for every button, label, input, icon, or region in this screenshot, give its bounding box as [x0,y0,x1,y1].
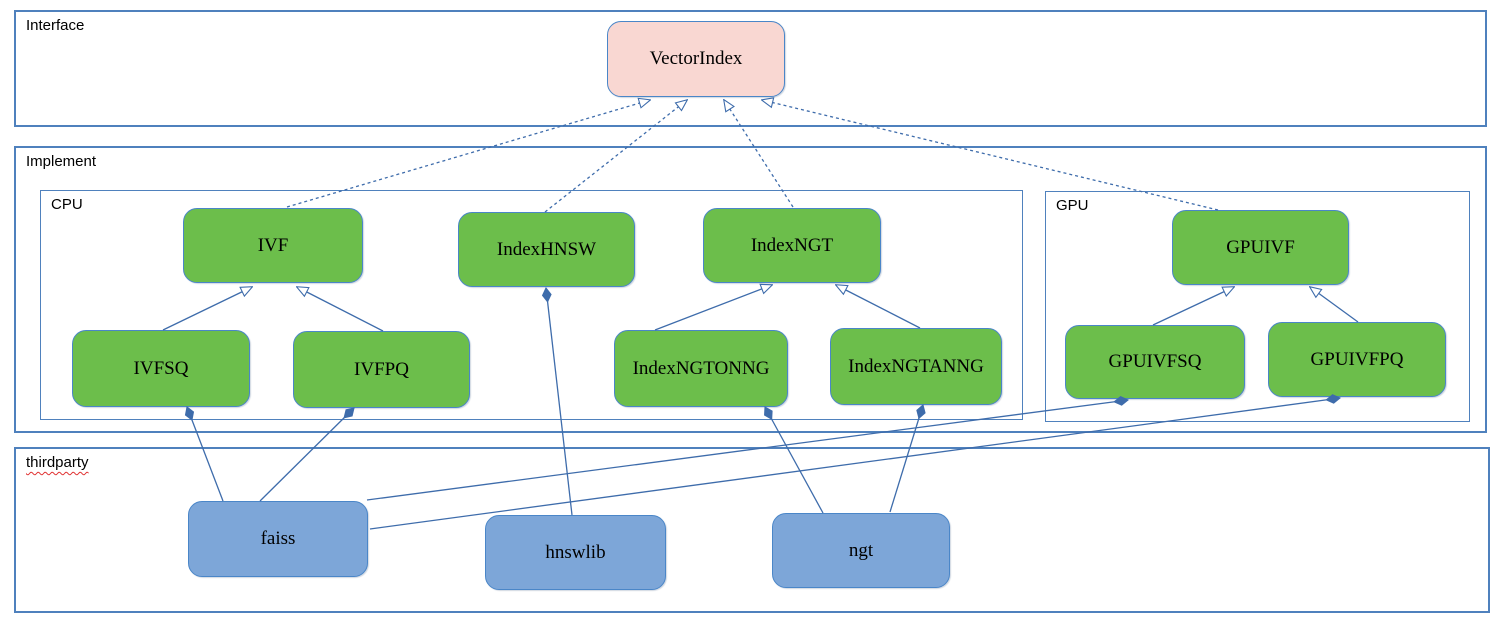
node-ivf-label: IVF [257,234,289,256]
node-indexngt-label: IndexNGT [750,234,834,256]
node-hnswlib-label: hnswlib [545,541,606,563]
container-gpu-label: GPU [1056,197,1089,214]
node-gpuivf-label: GPUIVF [1226,236,1295,258]
node-vectorindex: VectorIndex [607,21,785,97]
node-indexngtonng: IndexNGTONNG [614,330,788,407]
node-ngt-label: ngt [848,539,874,561]
node-ivfsq-label: IVFSQ [133,357,189,379]
node-faiss: faiss [188,501,368,577]
node-hnswlib: hnswlib [485,515,666,590]
node-gpuivfsq: GPUIVFSQ [1065,325,1245,399]
node-indexngtanng-label: IndexNGTANNG [848,355,984,377]
node-ngt: ngt [772,513,950,588]
container-thirdparty-label: thirdparty [26,454,89,471]
node-ivf: IVF [183,208,363,283]
node-vectorindex-label: VectorIndex [649,48,743,69]
node-indexngtanng: IndexNGTANNG [830,328,1002,405]
node-faiss-label: faiss [260,528,296,549]
container-cpu-label: CPU [51,196,83,213]
node-gpuivf: GPUIVF [1172,210,1349,285]
node-gpuivfpq-label: GPUIVFPQ [1310,348,1404,370]
node-ivfsq: IVFSQ [72,330,250,407]
node-gpuivfpq: GPUIVFPQ [1268,322,1446,397]
node-gpuivfsq-label: GPUIVFSQ [1108,351,1202,372]
node-ivfpq-label: IVFPQ [354,358,409,380]
node-indexngt: IndexNGT [703,208,881,283]
node-indexhnsw-label: IndexHNSW [496,238,597,260]
container-interface-label: Interface [26,17,85,34]
container-implement-label: Implement [26,153,97,170]
node-ivfpq: IVFPQ [293,331,470,408]
node-indexhnsw: IndexHNSW [458,212,635,287]
node-indexngtonng-label: IndexNGTONNG [632,357,770,379]
